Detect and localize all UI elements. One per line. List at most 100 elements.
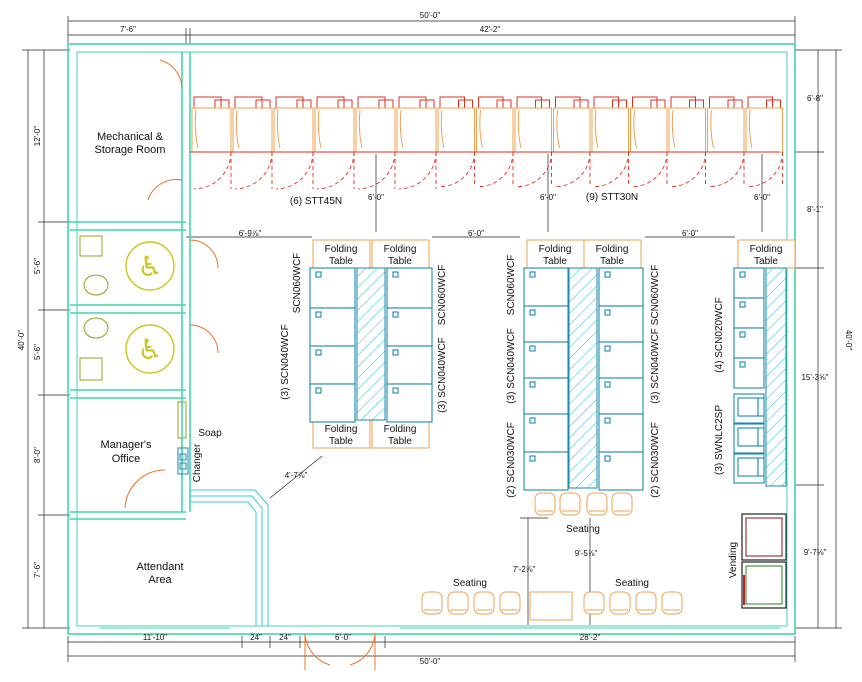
dryer [598,377,644,415]
dim-row-gap-2: 6'-0" [468,229,484,238]
washer [437,96,475,188]
dryer [523,267,569,307]
managers-office-label-2: Office [112,453,141,465]
vending-label: Vending [728,542,739,578]
washer [314,96,355,190]
washer [273,96,314,190]
walls [67,43,796,635]
dryer [598,341,644,379]
folding-table-label: Table [600,256,624,267]
dryer-banks [309,267,787,491]
dim-bottom-5: 28'-2" [580,633,601,642]
washer-row [190,96,783,190]
dryer [733,357,765,389]
dim-diagonal: 4'-7⅞" [285,471,308,480]
washer [355,96,396,190]
dim-right-3: 15'-3⅝" [801,373,828,382]
dryer-60-label-3: SCN060WCF [506,255,517,316]
dim-left-1: 12'-0" [33,126,42,147]
seat [534,492,556,516]
dryer-30-label-1: (2) SCN030WCF [506,422,517,498]
washer [232,96,273,190]
seat [473,591,495,615]
dryer-divider [568,267,598,489]
folding-table-label: Table [329,436,353,447]
seating [421,492,683,615]
dryer-60-label-2: SCN060WCF [437,265,448,326]
folding-table-label: Folding [325,424,358,435]
managers-office-label-1: Manager's [100,439,152,451]
mechanical-room-label-1: Mechanical & [97,131,164,143]
dryer-40-label-1: (3) SCN040WCF [280,324,291,400]
dryer [309,307,356,347]
dryer [598,305,644,343]
washer [630,96,668,188]
dim-left-2: 5'-6" [33,258,42,274]
dryer [598,451,644,491]
washer [707,96,745,188]
seat [661,591,683,615]
dryer [733,297,765,329]
dim-aisle-2: 6'-0" [540,193,556,202]
washer [514,96,552,188]
changer-label: Changer [192,443,203,482]
seating-label-2: Seating [453,578,487,589]
dryer-40-label-2: (3) SCN040WCF [437,337,448,413]
accessibility-icon [125,241,175,291]
restroom-1: ♿ [79,235,175,296]
dim-aisle-3: 6'-0" [754,193,770,202]
dryer [523,305,569,343]
washer [668,96,706,188]
dim-bottom-1: 11'-10" [143,633,167,642]
seat [586,492,608,516]
seat [421,591,443,615]
dim-aisle-1: 6'-0" [368,193,384,202]
dimension-labels: 50'-0" 7'-6" 42'-2" 50'-0" 11'-10" 24" 2… [17,11,853,666]
dim-top-left: 7'-6" [120,25,136,34]
dryer-40-label-3: (3) SCN040WCF [506,328,517,404]
dryer-30-label-2: (2) SCN030WCF [650,422,661,498]
dryer-60-label-1: SCN060WCF [292,253,303,314]
dryer-divider [356,267,386,421]
dim-seat-1: 7'-2⅞" [513,565,536,574]
equipment-labels: (6) STT45N (9) STT30N SCN060WCF (3) SCN0… [192,192,739,589]
dryer-60-label-4: SCN060WCF [650,265,661,326]
dim-right-4: 9'-7⅛" [804,548,827,557]
folding-table-label: Table [388,256,412,267]
seating-label-3: Seating [615,578,649,589]
folding-table-label: Table [388,436,412,447]
seat [635,591,657,615]
dryer-divider [765,267,787,487]
folding-table-label: Table [543,256,567,267]
restrooms: ♿ ♿ [79,235,175,381]
stack-washer [733,423,765,454]
dim-seat-2: 9'-5⅞" [575,549,598,558]
folding-table-label: Folding [596,244,629,255]
seating-table [529,591,573,621]
washer-45-label: (6) STT45N [290,196,342,207]
dim-row-gap-3: 6'-0" [682,229,698,238]
svg-text:♿: ♿ [137,250,162,283]
folding-table-label: Folding [750,244,783,255]
dryer [386,267,433,309]
dim-top-right: 42'-2" [480,25,501,34]
restroom-2: ♿ [79,317,175,381]
dryer-40-label-4: (3) SCN040WCF [650,328,661,404]
dim-left-overall: 40'-0" [17,330,26,351]
dryer [386,383,433,423]
svg-text:♿: ♿ [137,333,162,366]
folding-tables: FoldingTableFoldingTableFoldingTableFold… [312,239,796,449]
folding-table-label: Folding [384,424,417,435]
vending-machines [741,513,787,609]
dim-row-gap-1: 6'-9⅞" [239,229,262,238]
folding-table-label: Folding [325,244,358,255]
seat [447,591,469,615]
dryer [386,345,433,385]
washer [396,96,437,190]
dim-overall-bottom: 50'-0" [420,657,441,666]
stack-washer [733,393,765,424]
